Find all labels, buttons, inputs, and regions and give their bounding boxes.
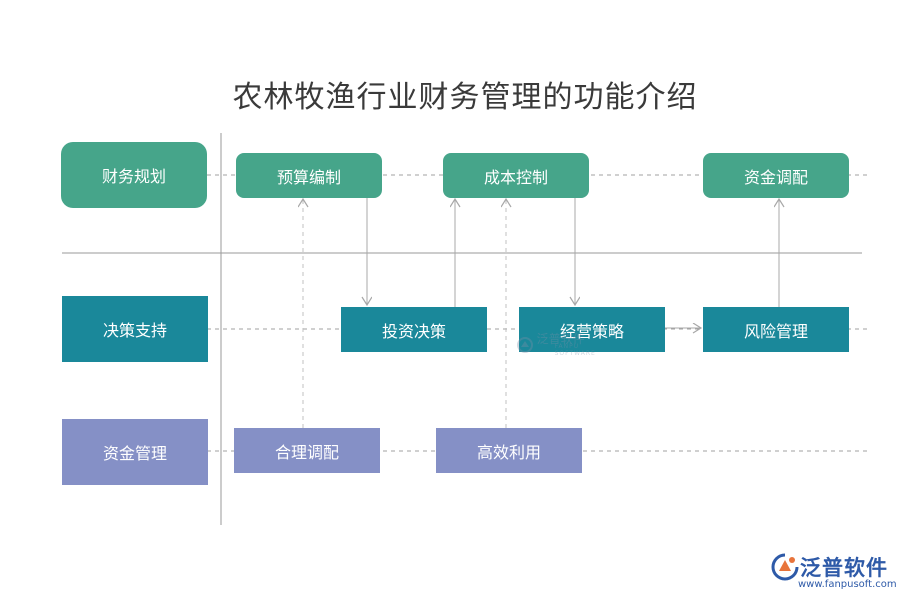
page-title: 农林牧渔行业财务管理的功能介绍 <box>232 80 698 115</box>
watermark-logo-icon <box>517 337 533 353</box>
brand-logo-icon <box>771 553 799 581</box>
node-budget: 预算编制 <box>236 153 382 198</box>
brand-logo: 泛普软件 www.fanpusoft.com <box>770 552 897 596</box>
watermark: 泛普软件 FANPU SOFTWARE <box>516 333 616 357</box>
node-risk-management: 风险管理 <box>703 307 849 352</box>
node-fund-allocation: 资金调配 <box>703 153 849 198</box>
node-cost-control: 成本控制 <box>443 153 589 198</box>
node-investment-decision: 投资决策 <box>341 307 487 352</box>
brand-url: www.fanpusoft.com <box>798 579 897 590</box>
watermark-name: 泛普软件 <box>536 332 585 346</box>
row-label-finance-planning: 财务规划 <box>61 142 207 208</box>
node-business-strategy: 经营策略 <box>519 307 665 352</box>
watermark-sub: FANPU SOFTWARE <box>554 343 596 357</box>
node-reasonable-allocation: 合理调配 <box>234 428 380 473</box>
row-label-decision-support: 决策支持 <box>62 296 208 362</box>
brand-name: 泛普软件 <box>800 556 888 580</box>
row-label-fund-management: 资金管理 <box>62 419 208 485</box>
node-efficient-use: 高效利用 <box>436 428 582 473</box>
